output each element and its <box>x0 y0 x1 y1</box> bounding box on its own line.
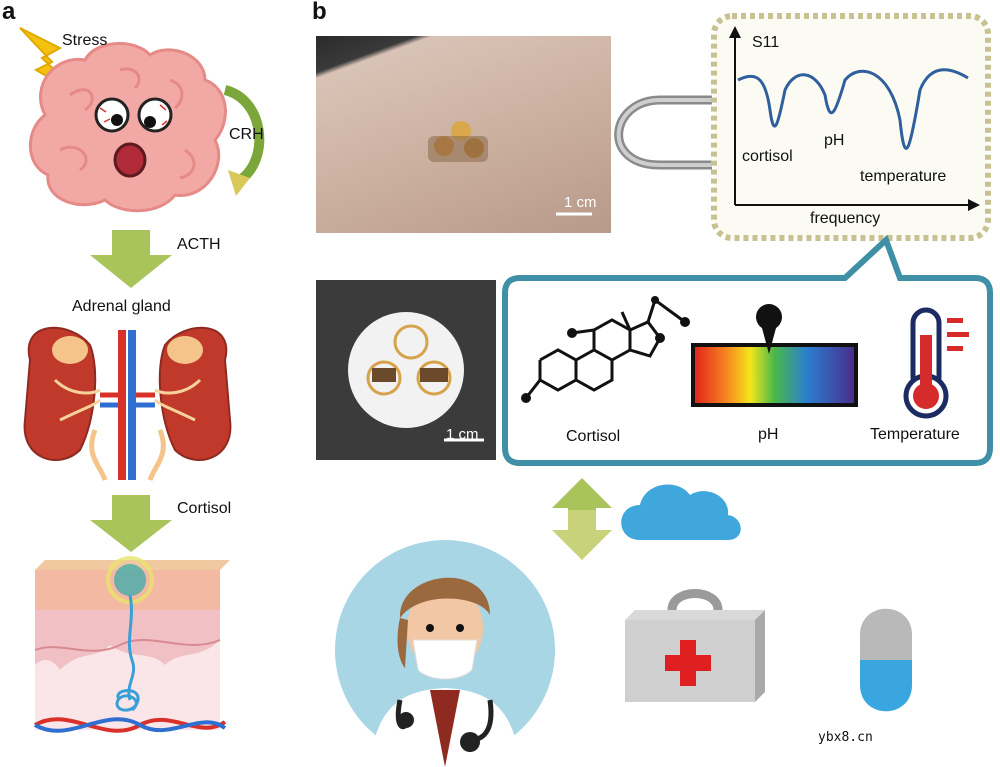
cortisol-arrow <box>90 495 172 552</box>
mouth-icon <box>113 142 147 178</box>
peak-temperature-label: temperature <box>860 168 947 185</box>
skin-photo: 1 cm <box>316 36 611 233</box>
sensor-cortisol-label: Cortisol <box>566 428 621 445</box>
thermometer-icon <box>903 307 969 419</box>
ph-marker-icon <box>756 304 783 354</box>
scale-bar-bottom: 1 cm <box>446 426 479 443</box>
s11-label: S11 <box>752 34 780 51</box>
panel-a-letter: a <box>2 0 16 25</box>
watermark-text: ybx8.cn <box>818 730 873 745</box>
cortisol-molecule-icon <box>524 298 686 399</box>
ph-scale-icon <box>691 343 858 407</box>
peak-ph-label: pH <box>824 132 845 149</box>
adrenal-gland-label: Adrenal gland <box>72 298 171 315</box>
medical-kit-icon <box>625 589 765 702</box>
peak-cortisol-label: cortisol <box>742 148 793 165</box>
s11-curve <box>737 68 969 150</box>
crh-cycle-arrow <box>223 85 265 185</box>
crh-label: CRH <box>229 126 264 143</box>
sensor-patch <box>348 312 484 442</box>
data-transfer-arrow-icon <box>552 478 612 560</box>
stress-label: Stress <box>62 32 108 49</box>
sensor-on-skin <box>428 121 592 216</box>
frequency-label: frequency <box>810 210 881 227</box>
skin-illustration <box>34 556 230 733</box>
cortisol-label-a: Cortisol <box>177 500 232 517</box>
sensor-ph-label: pH <box>758 426 779 443</box>
spectrum-box <box>711 13 991 241</box>
acth-arrow <box>90 230 172 288</box>
doctor-icon <box>335 540 555 767</box>
pill-icon <box>860 608 912 712</box>
cloud-icon <box>621 484 741 540</box>
sensor-temperature-label: Temperature <box>870 426 960 443</box>
device-photo: 1 cm <box>316 280 496 460</box>
panel-b-letter: b <box>312 0 327 25</box>
acth-label: ACTH <box>177 236 221 253</box>
kidney-illustration <box>23 326 232 481</box>
scale-bar-top: 1 cm <box>564 194 597 211</box>
